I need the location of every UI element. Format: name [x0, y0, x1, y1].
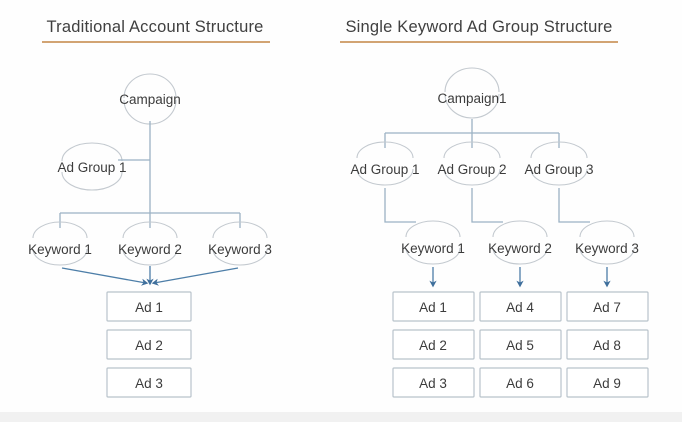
keyword-label-left-0: Keyword 1: [28, 242, 92, 257]
keyword-label-right-1: Keyword 2: [488, 241, 552, 256]
ad-group-label-right-2: Ad Group 3: [524, 162, 593, 177]
ad-box-right-2-2: Ad 9: [566, 367, 649, 398]
ad-box-right-1-0: Ad 4: [479, 291, 562, 322]
title-underline-single-keyword: [340, 41, 618, 43]
node-ad-group-1-left: Ad Group 1: [57, 142, 127, 191]
ad-box-right-2-0: Ad 7: [566, 291, 649, 322]
ad-box-left-0-0: Ad 1: [106, 291, 192, 322]
node-keyword-right-1: Keyword 2: [488, 220, 552, 265]
ad-group-label-right-1: Ad Group 2: [437, 162, 506, 177]
ad-label-left-0-0: Ad 1: [135, 300, 163, 315]
connector-adgroup2-to-keyword2-right: [558, 188, 590, 223]
node-keyword-left-1: Keyword 2: [118, 221, 182, 266]
node-keyword-left-0: Keyword 1: [28, 221, 92, 266]
ad-label-right-0-2: Ad 3: [419, 376, 447, 391]
ad-label-right-2-2: Ad 9: [593, 376, 621, 391]
node-keyword-right-2: Keyword 3: [575, 220, 639, 265]
bottom-edge-band: [0, 412, 682, 422]
ad-box-right-1-2: Ad 6: [479, 367, 562, 398]
arrow-keyword0-to-ad1-left: [61, 267, 149, 286]
node-campaign-right: Campaign1: [437, 67, 507, 119]
panel-title-single-keyword: Single Keyword Ad Group Structure: [345, 18, 613, 36]
node-campaign-left: Campaign: [119, 73, 181, 125]
campaign-label-right: Campaign1: [437, 91, 506, 106]
ad-group-label-right-0: Ad Group 1: [350, 162, 419, 177]
campaign-label-left: Campaign: [119, 92, 181, 107]
keyword-label-right-2: Keyword 3: [575, 241, 639, 256]
ad-box-right-0-1: Ad 2: [392, 329, 475, 360]
node-ad-group-right-1: Ad Group 2: [437, 141, 507, 186]
ad-label-left-0-2: Ad 3: [135, 376, 163, 391]
ad-box-right-1-1: Ad 5: [479, 329, 562, 360]
node-ad-group-right-0: Ad Group 1: [350, 141, 420, 186]
connector-adgroup1-to-keyword1-right: [471, 188, 503, 223]
ad-label-right-2-1: Ad 8: [593, 338, 621, 353]
ad-label-right-1-0: Ad 4: [506, 300, 534, 315]
title-underline-traditional: [42, 41, 270, 43]
ad-label-right-1-2: Ad 6: [506, 376, 534, 391]
keyword-label-left-2: Keyword 3: [208, 242, 272, 257]
ad-label-right-0-0: Ad 1: [419, 300, 447, 315]
ad-label-right-2-0: Ad 7: [593, 300, 621, 315]
ad-box-left-0-2: Ad 3: [106, 367, 192, 398]
arrow-keyword2-to-ad1-left: [151, 267, 239, 286]
ad-label-left-0-1: Ad 2: [135, 338, 163, 353]
ad-label-right-0-1: Ad 2: [419, 338, 447, 353]
ad-box-right-0-2: Ad 3: [392, 367, 475, 398]
keyword-label-left-1: Keyword 2: [118, 242, 182, 257]
node-keyword-left-2: Keyword 3: [208, 221, 272, 266]
ad-box-right-0-0: Ad 1: [392, 291, 475, 322]
ad-box-left-0-1: Ad 2: [106, 329, 192, 360]
ad-box-right-2-1: Ad 8: [566, 329, 649, 360]
node-ad-group-right-2: Ad Group 3: [524, 141, 594, 186]
connector-adgroup0-to-keyword0-right: [384, 188, 416, 223]
ad-label-right-1-1: Ad 5: [506, 338, 534, 353]
panel-title-traditional: Traditional Account Structure: [46, 18, 264, 36]
keyword-label-right-0: Keyword 1: [401, 241, 465, 256]
ad-group-label-left-0: Ad Group 1: [57, 160, 126, 175]
node-keyword-right-0: Keyword 1: [401, 220, 465, 265]
